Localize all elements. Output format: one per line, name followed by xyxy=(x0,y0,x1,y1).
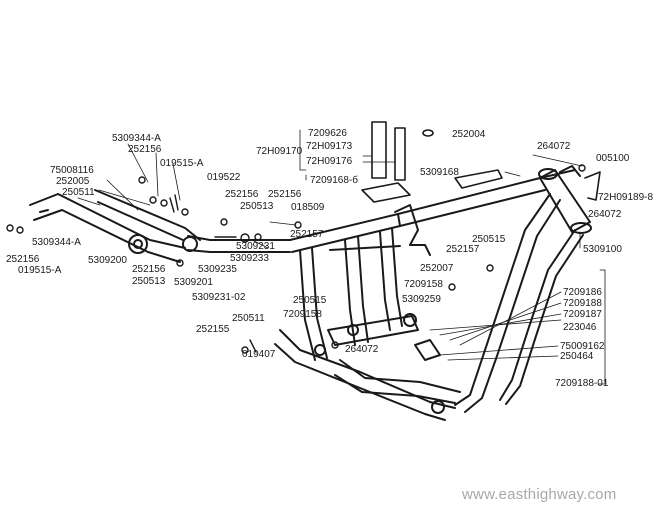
leader-lines xyxy=(77,129,606,385)
frame-rear-section xyxy=(299,204,441,361)
part-label: 7209187 xyxy=(563,309,602,320)
part-label: 250515 xyxy=(472,234,506,245)
part-label: 018509 xyxy=(291,202,325,213)
part-label: 252156 xyxy=(132,264,166,275)
part-label: 72H09176 xyxy=(306,156,353,167)
part-label: 7209626 xyxy=(308,128,347,139)
part-label: 264072 xyxy=(588,209,622,220)
part-label: 72H09170 xyxy=(256,146,303,157)
part-label: 72H09189-8 xyxy=(598,192,654,203)
part-label: 250464 xyxy=(560,351,594,362)
part-label: 250513 xyxy=(132,276,166,287)
part-label: 252156 xyxy=(128,144,162,155)
part-label: 7209158 xyxy=(404,279,443,290)
part-label: 5309235 xyxy=(198,264,237,275)
part-label: 5309233 xyxy=(230,253,269,264)
part-label: 252156 xyxy=(225,189,259,200)
part-label: 252156 xyxy=(6,254,40,265)
fastener-set xyxy=(6,164,586,354)
frame-down-tubes xyxy=(454,193,584,413)
part-label: 5309231-02 xyxy=(192,292,246,303)
part-label: 019407 xyxy=(242,349,276,360)
part-label: 5309231 xyxy=(236,241,275,252)
part-label: 75008116 xyxy=(50,165,94,176)
part-label: 223046 xyxy=(563,322,597,333)
part-label: 264072 xyxy=(345,344,379,355)
part-label: 7209188-01 xyxy=(555,378,609,389)
part-label: 019515-A xyxy=(160,158,204,169)
part-label: 252157 xyxy=(290,229,324,240)
part-label: 7209186 xyxy=(563,287,602,298)
part-label: 252157 xyxy=(446,244,480,255)
part-label: 5309201 xyxy=(174,277,213,288)
part-label: 250513 xyxy=(240,201,274,212)
part-label: 264072 xyxy=(537,141,571,152)
part-label: 7209168-б xyxy=(310,175,358,186)
part-label: 7209158 xyxy=(283,309,322,320)
part-label: 250511 xyxy=(62,187,95,198)
rear-fork-assembly xyxy=(29,189,291,263)
part-label: 252004 xyxy=(452,129,486,140)
part-label: 019522 xyxy=(207,172,241,183)
seat-bracket-parts xyxy=(361,121,601,203)
part-label: 5309100 xyxy=(583,244,622,255)
part-label: 252155 xyxy=(196,324,230,335)
part-label: 5309259 xyxy=(402,294,441,305)
part-label: 252156 xyxy=(268,189,302,200)
part-label: 5309168 xyxy=(420,167,459,178)
part-label: 252005 xyxy=(56,176,90,187)
part-label: 252007 xyxy=(420,263,454,274)
part-label: 5309344-A xyxy=(112,133,161,144)
part-label: 5309200 xyxy=(88,255,127,266)
part-label: 72H09173 xyxy=(306,141,353,152)
part-label: 5309344-A xyxy=(32,237,81,248)
watermark-text: www.easthighway.com xyxy=(462,486,617,503)
part-label: 75009162 xyxy=(560,341,605,352)
part-label: 005100 xyxy=(596,153,630,164)
steering-head xyxy=(538,165,592,234)
part-label: 250515 xyxy=(293,295,327,306)
part-label: 7209188 xyxy=(563,298,602,309)
part-label: 250511 xyxy=(232,313,265,324)
part-label: 019515-A xyxy=(18,265,62,276)
